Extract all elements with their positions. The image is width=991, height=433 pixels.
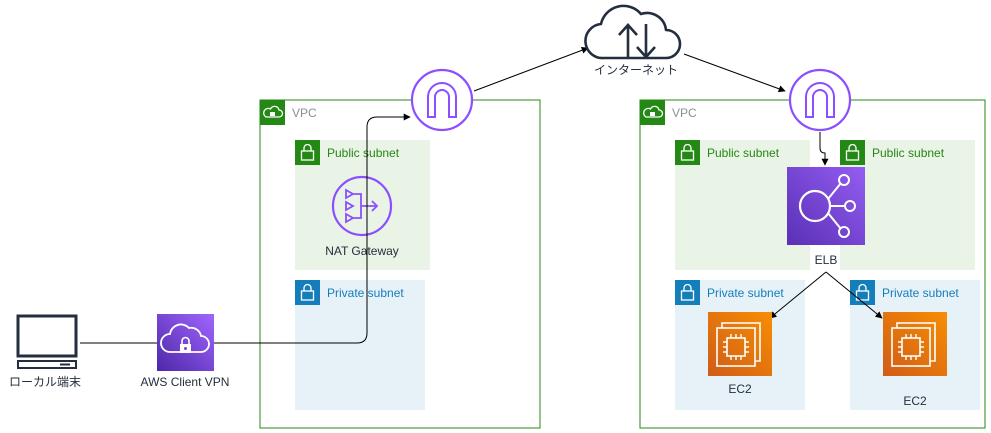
public-subnet-lock-icon [295, 140, 320, 165]
public-subnet-left: Public subnet [295, 140, 430, 270]
internet-gateway-right [788, 68, 852, 132]
connectors [80, 46, 883, 344]
arrow-vpn-to-igw-left [214, 113, 411, 344]
vpc-left-label: VPC [292, 106, 317, 120]
public-subnet-left-label: Public subnet [327, 146, 400, 160]
ec2-b: EC2 [883, 312, 947, 408]
public-subnet-lock-icon [840, 140, 865, 165]
arrow-igw-right-to-elb [819, 132, 829, 166]
cloud-icon [584, 4, 682, 60]
elb: ELB [787, 167, 865, 267]
ec2-a-label: EC2 [728, 382, 752, 396]
private-subnet-right-a-label: Private subnet [707, 286, 784, 300]
internet: インターネット [584, 4, 682, 77]
ec2-a: EC2 [708, 312, 772, 396]
load-balancer-icon [787, 167, 865, 245]
private-subnet-lock-icon [850, 280, 875, 305]
arrow-igw-left-to-internet [473, 46, 589, 92]
aws-client-vpn-label: AWS Client VPN [141, 375, 230, 389]
nat-gateway-icon [331, 175, 393, 237]
vpc-icon [260, 100, 285, 125]
private-subnet-right-b-label: Private subnet [882, 286, 959, 300]
internet-gateway-left [410, 68, 474, 132]
internet-gateway-icon [410, 68, 474, 132]
arrow-internet-to-igw-right [683, 53, 786, 93]
private-subnet-lock-icon [295, 280, 320, 305]
local-terminal-label: ローカル端末 [9, 375, 81, 389]
internet-label: インターネット [594, 63, 678, 77]
arrow-elb-to-ec2-a [769, 271, 827, 319]
ec2-icon [883, 312, 947, 376]
ec2-icon [708, 312, 772, 376]
public-subnet-right-a-label: Public subnet [707, 146, 780, 160]
private-subnet-left-label: Private subnet [327, 286, 404, 300]
elb-label: ELB [815, 253, 838, 267]
public-subnet-lock-icon [675, 140, 700, 165]
private-subnet-left: Private subnet [295, 280, 425, 410]
vpc-right-label: VPC [672, 106, 697, 120]
private-subnet-lock-icon [675, 280, 700, 305]
nat-gateway-label: NAT Gateway [325, 244, 399, 258]
local-terminal: ローカル端末 [9, 314, 81, 389]
internet-gateway-icon [788, 68, 852, 132]
vpc-icon [640, 100, 665, 125]
arrow-elb-to-ec2-b [825, 271, 883, 319]
ec2-b-label: EC2 [903, 394, 927, 408]
aws-client-vpn: AWS Client VPN [141, 314, 230, 389]
public-subnet-right-b-label: Public subnet [872, 146, 945, 160]
client-computer-icon [16, 314, 78, 369]
client-vpn-icon [157, 314, 214, 371]
nat-gateway: NAT Gateway [325, 175, 399, 258]
